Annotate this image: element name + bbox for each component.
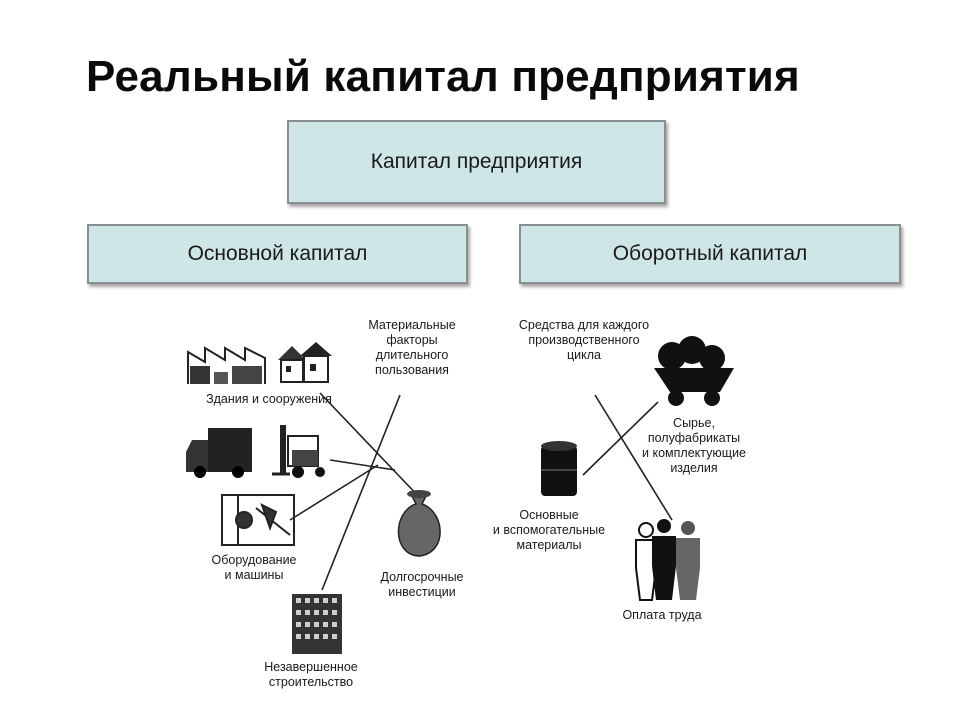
fixed-capital-connectors xyxy=(289,392,423,591)
forklift-icon xyxy=(272,425,325,478)
building-icon xyxy=(292,594,342,654)
long-investments-label: Долгосрочные инвестиции xyxy=(380,570,464,599)
coal-cart-icon xyxy=(654,336,734,406)
barrel-icon xyxy=(541,441,577,496)
working-capital-connectors xyxy=(582,394,673,521)
house-icon xyxy=(278,342,332,383)
means-cycle-label: Средства для каждого производственного ц… xyxy=(518,318,650,362)
buildings-label: Здания и сооружения xyxy=(206,392,332,406)
working-capital-box: Оборотный капитал xyxy=(519,224,901,284)
labor-label: Оплата труда xyxy=(622,608,702,622)
truck-icon xyxy=(186,428,252,478)
enterprise-capital-label: Капитал предприятия xyxy=(370,150,583,173)
workers-icon xyxy=(635,519,700,601)
enterprise-capital-box: Капитал предприятия xyxy=(287,120,666,204)
page-title: Реальный капитал предприятия xyxy=(86,52,800,101)
money-bag-icon xyxy=(397,490,441,557)
construction-label: Незавершенное строительство xyxy=(264,660,358,689)
working-capital-label: Оборотный капитал xyxy=(612,242,808,265)
factory-icon xyxy=(187,346,266,384)
materials-label: Основные и вспомогательные материалы xyxy=(492,508,606,552)
material-factors-label: Материальные факторы длительного пользов… xyxy=(368,318,456,377)
equipment-label: Оборудование и машины xyxy=(211,553,297,582)
fixed-capital-box: Основной капитал xyxy=(87,224,468,284)
equipment-icon xyxy=(221,494,295,546)
fixed-capital-label: Основной капитал xyxy=(187,242,368,265)
raw-materials-label: Сырье, полуфабрикаты и комплектующие изд… xyxy=(642,416,746,475)
